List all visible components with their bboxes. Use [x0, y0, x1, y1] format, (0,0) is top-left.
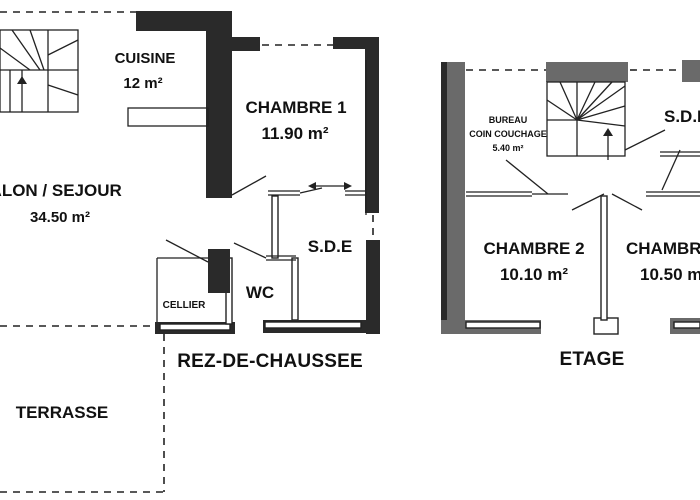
door-sde-upper — [661, 149, 681, 191]
wall — [366, 240, 380, 334]
door-sde-upper — [624, 129, 666, 151]
staircase-ground — [0, 29, 79, 113]
room-name-bathroom-upper: S.D.E — [664, 107, 700, 126]
door-bedroom3 — [611, 193, 643, 211]
floor-title-upper: ETAGE — [559, 349, 624, 370]
partition-vertical — [600, 195, 608, 321]
ground-floor-plan: CUISINE 12 m² SALON / SEJOUR 34.50 m² CH… — [0, 11, 380, 493]
door-wc — [233, 242, 267, 259]
wall — [365, 37, 379, 213]
room-name-bathroom: S.D.E — [308, 237, 352, 256]
room-area-bedroom2: 10.10 m² — [500, 265, 568, 284]
wall — [230, 37, 260, 51]
room-area-bedroom3: 10.50 m² — [640, 265, 700, 284]
door-cellar — [165, 239, 209, 263]
door-office — [505, 159, 549, 195]
room-name-bedroom1: CHAMBRE 1 — [245, 98, 346, 117]
room-name-terrace: TERRASSE — [16, 403, 109, 422]
room-name-wc: WC — [246, 283, 274, 302]
wall-thin — [291, 257, 299, 321]
door-bedroom2 — [571, 193, 605, 211]
room-area-kitchen: 12 m² — [123, 75, 162, 92]
wall — [206, 20, 232, 198]
room-name-cellar: CELLIER — [163, 300, 207, 311]
staircase-upper — [546, 81, 626, 160]
upper-floor-plan: BUREAU COIN COUCHAGE 5.40 m² S.D.E CHAMB… — [441, 60, 700, 370]
room-name-office-line2: COIN COUCHAGE — [469, 129, 547, 139]
door-bedroom1 — [231, 175, 267, 196]
room-name-bedroom3: CHAMBRE — [626, 239, 700, 258]
room-name-living: SALON / SEJOUR — [0, 181, 122, 200]
door-sde — [299, 187, 323, 194]
kitchen-counter — [127, 107, 209, 127]
wc-cistern — [208, 249, 230, 293]
room-name-kitchen: CUISINE — [115, 50, 176, 67]
room-area-bedroom1: 11.90 m² — [261, 124, 328, 143]
wall — [682, 60, 700, 82]
room-name-office-line1: BUREAU — [489, 115, 528, 125]
room-area-living: 34.50 m² — [30, 209, 90, 226]
room-name-bedroom2: CHAMBRE 2 — [483, 239, 584, 258]
wall — [546, 62, 628, 82]
floor-title-ground: REZ-DE-CHAUSSEE — [177, 351, 363, 372]
wall-thin — [271, 195, 279, 259]
room-area-office: 5.40 m² — [492, 143, 523, 153]
